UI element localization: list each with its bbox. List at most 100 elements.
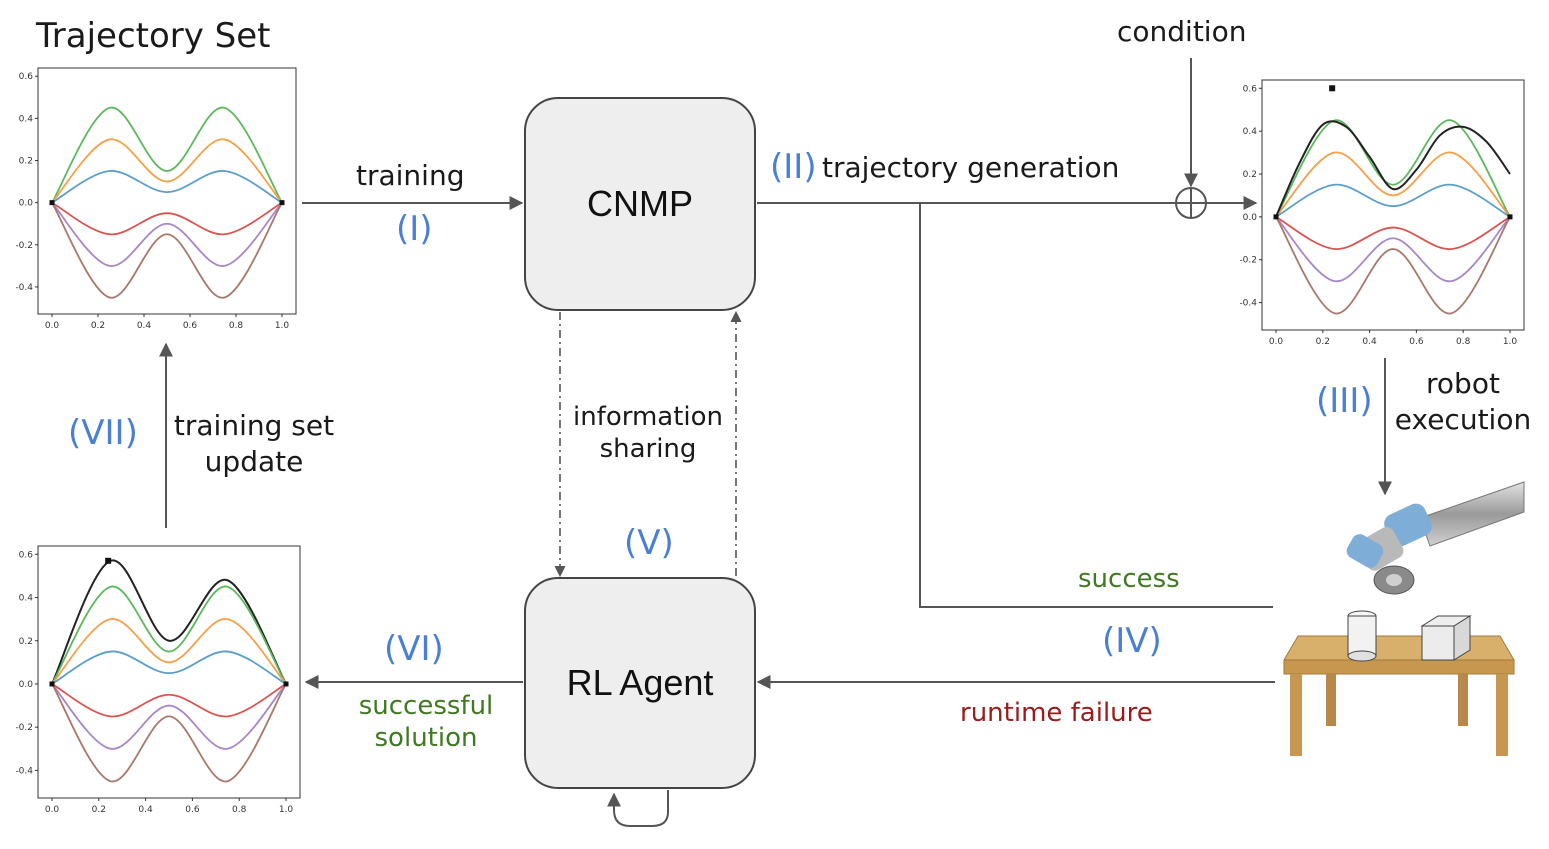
- x-tick-label: 0.0: [45, 805, 60, 815]
- x-tick-label: 1.0: [275, 321, 290, 331]
- x-tick-label: 1.0: [279, 805, 294, 815]
- series-line: [1275, 183, 1511, 218]
- y-tick-label: 0.0: [19, 199, 34, 209]
- x-tick-label: 0.8: [232, 805, 247, 815]
- endpoint-marker: [49, 200, 55, 206]
- information-label: information: [572, 402, 724, 432]
- x-tick-label: 0.6: [183, 321, 198, 331]
- y-tick-label: -0.2: [1239, 256, 1257, 266]
- series-line: [51, 650, 287, 685]
- step-5-label: (V): [624, 523, 674, 563]
- series-line: [1275, 120, 1511, 218]
- cnmp-node: CNMP: [524, 97, 756, 311]
- series-line: [51, 585, 287, 685]
- x-tick-label: 0.8: [229, 321, 244, 331]
- y-tick-label: 0.6: [1243, 84, 1258, 94]
- trajectory-set-plot: 0.0 0.2 0.4 0.6 0.8 1.0 0.6 0.4 0.2 0.0 -0.2 -0.4: [15, 67, 297, 331]
- endpoint-marker: [279, 200, 285, 206]
- robot-label: robot: [1426, 367, 1500, 400]
- execution-label: execution: [1394, 403, 1532, 436]
- x-tick-label: 0.4: [138, 805, 153, 815]
- x-tick-label: 0.6: [185, 805, 200, 815]
- y-tick-label: 0.0: [1243, 213, 1258, 223]
- plot-frame: [37, 545, 301, 799]
- step-2-label: (II): [770, 147, 817, 187]
- step-1-label: (I): [396, 209, 433, 249]
- x-tick-label: 0.2: [92, 805, 106, 815]
- diagram-title: Trajectory Set: [36, 16, 271, 56]
- rl-agent-label: RL Agent: [566, 662, 714, 703]
- series-line: [1275, 119, 1511, 218]
- plot-frame: [1261, 79, 1525, 331]
- series-line: [1275, 216, 1511, 283]
- training-set-label: training set: [173, 409, 335, 442]
- y-tick-label: 0.2: [19, 637, 33, 647]
- series-line: [51, 170, 283, 204]
- y-tick-label: -0.2: [15, 241, 33, 251]
- y-tick-label: -0.4: [15, 283, 33, 293]
- series-line: [51, 202, 283, 267]
- y-tick-label: 0.0: [19, 680, 34, 690]
- y-tick-label: 0.2: [19, 157, 33, 167]
- success-line: [919, 203, 1273, 608]
- x-tick-label: 0.2: [91, 321, 105, 331]
- condition-point: [105, 557, 112, 564]
- trajectory-generation-label: trajectory generation: [822, 151, 1120, 184]
- x-tick-label: 0.4: [137, 321, 152, 331]
- y-tick-label: 0.2: [1243, 170, 1257, 180]
- x-tick-label: 1.0: [1503, 337, 1518, 347]
- y-tick-label: -0.2: [15, 723, 33, 733]
- x-tick-label: 0.4: [1362, 337, 1377, 347]
- endpoint-marker: [283, 681, 289, 687]
- series-line: [51, 201, 283, 236]
- x-tick-label: 0.6: [1409, 337, 1424, 347]
- condition-sum-symbol: [1175, 187, 1207, 219]
- updated-trajectory-plot: 0.0 0.2 0.4 0.6 0.8 1.0 0.6 0.4 0.2 0.0 -0.2 -0.4: [15, 545, 301, 815]
- endpoint-marker: [49, 681, 55, 687]
- series-line: [51, 683, 287, 783]
- step-4-label: (IV): [1102, 621, 1162, 661]
- success-label: success: [1078, 564, 1180, 594]
- y-tick-label: -0.4: [1239, 299, 1257, 309]
- endpoint-marker: [1507, 214, 1513, 220]
- training-label: training: [356, 159, 465, 192]
- y-tick-label: 0.6: [19, 72, 34, 82]
- series-line: [51, 202, 283, 299]
- endpoint-marker: [1273, 214, 1279, 220]
- runtime-failure-label: runtime failure: [960, 698, 1153, 728]
- series-line: [1275, 151, 1511, 218]
- plot-frame: [37, 67, 297, 315]
- series-line: [1275, 216, 1511, 315]
- series-line: [51, 559, 287, 685]
- step-3-label: (III): [1316, 381, 1373, 421]
- y-tick-label: 0.4: [1243, 127, 1258, 137]
- x-tick-label: 0.0: [45, 321, 60, 331]
- update-label: update: [204, 445, 304, 478]
- x-tick-label: 0.2: [1316, 337, 1330, 347]
- successful-label: successful: [358, 691, 494, 721]
- series-line: [51, 683, 287, 750]
- series-line: [51, 618, 287, 685]
- condition-point: [1329, 85, 1336, 92]
- rl-agent-node: RL Agent: [524, 577, 756, 789]
- series-line: [1275, 216, 1511, 250]
- y-tick-label: 0.6: [19, 550, 34, 560]
- y-tick-label: 0.4: [19, 114, 34, 124]
- series-line: [51, 138, 283, 204]
- x-tick-label: 0.0: [1269, 337, 1284, 347]
- step-6-label: (VI): [384, 629, 444, 669]
- series-line: [51, 683, 287, 718]
- series-line: [51, 106, 283, 204]
- solution-label: solution: [374, 723, 478, 753]
- step-7-label: (VII): [68, 413, 138, 453]
- cnmp-label: CNMP: [587, 183, 693, 224]
- table-illustration: [1283, 610, 1515, 756]
- y-tick-label: 0.4: [19, 594, 34, 604]
- robot-arm-illustration: [1346, 481, 1525, 595]
- generated-trajectory-plot: 0.0 0.2 0.4 0.6 0.8 1.0 0.6 0.4 0.2 0.0 -0.2 -0.4: [1239, 79, 1525, 347]
- self-loop-arrow: [607, 790, 669, 827]
- x-tick-label: 0.8: [1456, 337, 1471, 347]
- y-tick-label: -0.4: [15, 766, 33, 776]
